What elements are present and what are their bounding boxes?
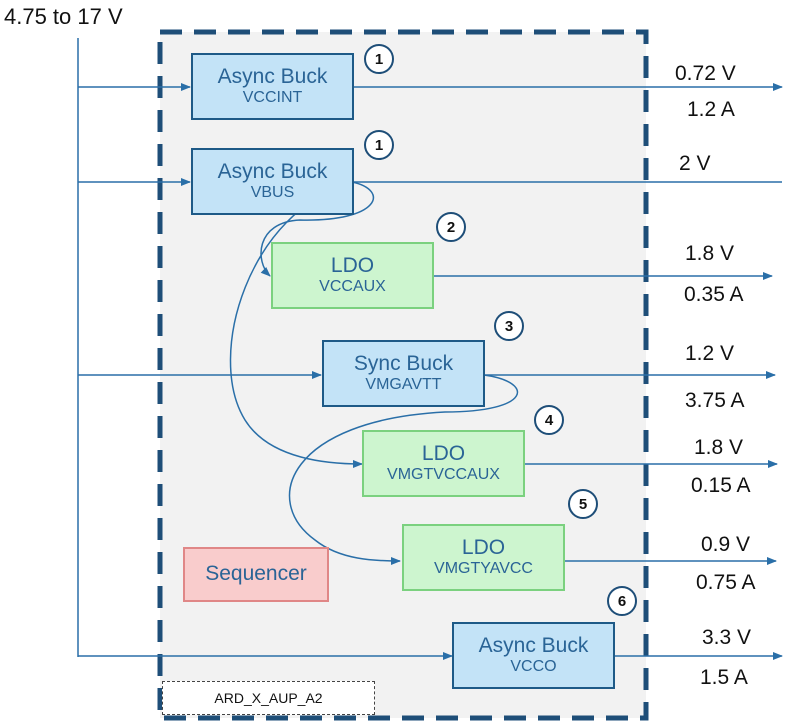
regulator-vmgtvccaux: LDO VMGTVCCAUX: [362, 430, 525, 497]
output-current: 1.5 A: [700, 666, 748, 689]
regulator-vccaux: LDO VCCAUX: [271, 242, 434, 309]
regulator-type: Sync Buck: [353, 352, 454, 376]
regulator-vccint: Async Buck VCCINT: [191, 53, 354, 120]
output-current: 3.75 A: [685, 389, 745, 412]
regulator-type: LDO: [421, 442, 466, 466]
output-voltage: 1.8 V: [694, 436, 744, 459]
rail-name: VMGAVTT: [365, 376, 442, 394]
output-voltage: 1.8 V: [685, 242, 735, 265]
regulator-vmgtyavcc: LDO VMGTYAVCC: [402, 524, 565, 591]
regulator-type: Async Buck: [217, 65, 328, 89]
regulator-type: LDO: [461, 536, 506, 560]
step-badge: 3: [494, 311, 524, 341]
output-current: 1.2 A: [687, 98, 735, 121]
output-voltage: 2 V: [679, 152, 711, 175]
regulator-type: LDO: [330, 254, 375, 278]
rail-name: VMGTVCCAUX: [387, 466, 500, 484]
rail-name: VCCINT: [242, 89, 303, 107]
rail-name: VBUS: [250, 184, 295, 202]
step-badge: 4: [534, 405, 564, 435]
output-current: 0.15 A: [691, 474, 751, 497]
step-badge: 6: [607, 586, 637, 616]
sequencer-block: Sequencer: [183, 547, 329, 602]
board-label: ARD_X_AUP_A2: [162, 681, 375, 715]
output-current: 0.75 A: [696, 571, 756, 594]
step-badge: 1: [364, 44, 394, 74]
regulator-type: Async Buck: [217, 160, 328, 184]
rail-name: VCCO: [510, 658, 557, 676]
input-voltage-label: 4.75 to 17 V: [4, 4, 123, 29]
output-voltage: 3.3 V: [702, 626, 752, 649]
regulator-vbus: Async Buck VBUS: [191, 148, 354, 215]
output-current: 0.35 A: [684, 283, 744, 306]
feed-vmgavtt-to-vmgtyavcc: [288, 374, 518, 565]
regulator-vcco: Async Buck VCCO: [452, 622, 615, 689]
output-voltage: 1.2 V: [685, 342, 735, 365]
step-badge: 5: [568, 489, 598, 519]
step-badge: 1: [364, 130, 394, 160]
regulator-type: Async Buck: [478, 634, 589, 658]
output-voltage: 0.72 V: [675, 62, 736, 85]
output-voltage: 0.9 V: [701, 533, 751, 556]
rail-name: VCCAUX: [319, 278, 386, 296]
regulator-vmgavtt: Sync Buck VMGAVTT: [322, 340, 485, 407]
step-badge: 2: [436, 212, 466, 242]
feed-vbus-to-vmgtvccaux: [229, 182, 363, 468]
rail-name: VMGTYAVCC: [434, 560, 533, 578]
